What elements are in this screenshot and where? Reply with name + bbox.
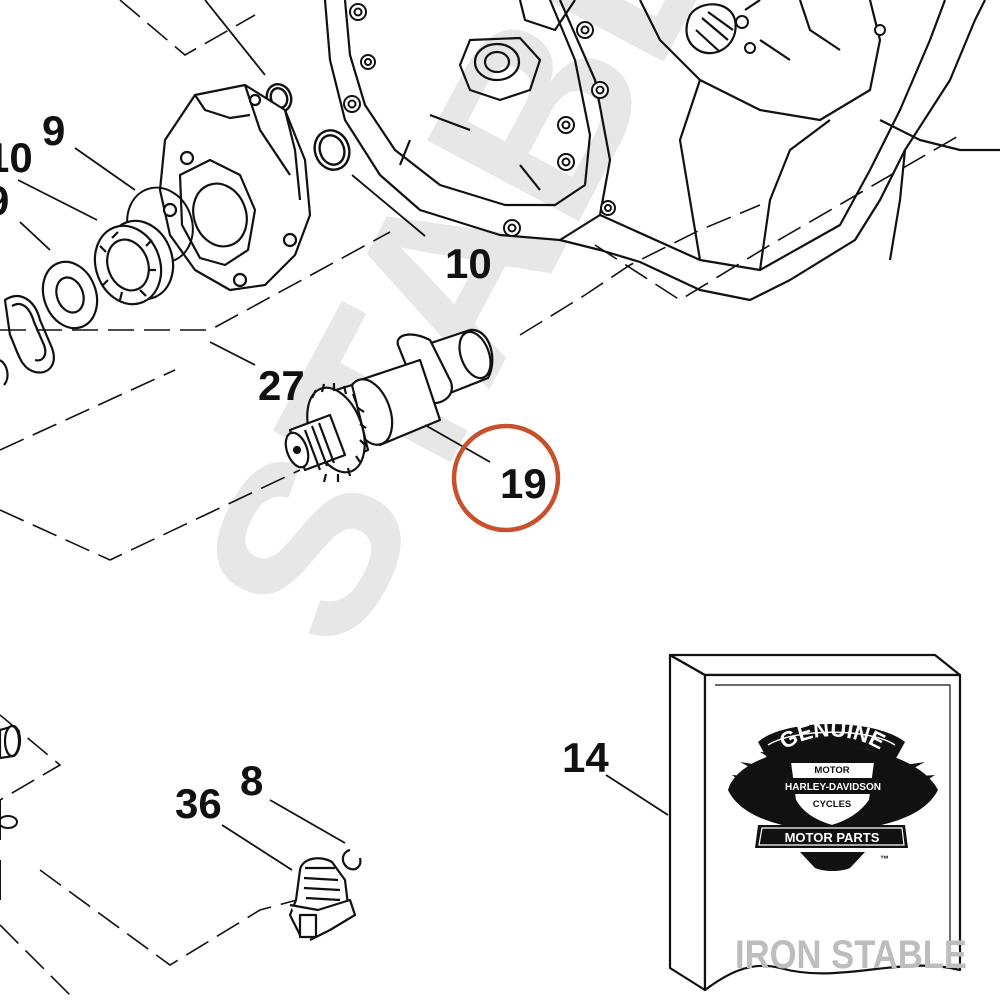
logo-harley-davidson-text: HARLEY-DAVIDSON	[785, 782, 881, 793]
logo-trademark: ™	[880, 854, 889, 864]
crankcase-housing	[323, 0, 1000, 302]
thrust-washer	[41, 260, 99, 330]
callout-9-left: 9	[0, 177, 9, 224]
callout-10-left: 10	[0, 134, 33, 181]
leader-lines	[17, 0, 669, 871]
logo-cycles-text: CYCLES	[813, 799, 852, 810]
callout-36: 36	[175, 780, 222, 827]
logo-motor-parts-text: MOTOR PARTS	[785, 830, 880, 845]
callout-19: 19	[500, 460, 547, 507]
genuine-motor-parts-logo: GENUINE MOTOR HARLEY-DAVIDSON CYCLES MOT…	[728, 716, 938, 871]
camshaft	[284, 328, 494, 483]
dashed-outlines	[0, 0, 961, 996]
watermark-iron-stable: IRON STABLE	[735, 933, 967, 977]
retaining-ring	[341, 848, 362, 871]
callout-27: 27	[258, 362, 305, 409]
callout-10-right: 10	[445, 240, 492, 287]
callout-9-top: 9	[42, 107, 65, 154]
callout-labels: 9 10 9 10 27 19 14 8 36	[0, 107, 609, 827]
small-oring	[0, 800, 18, 900]
callout-14: 14	[562, 734, 609, 781]
highlight-circle	[451, 423, 561, 533]
lifter-pin	[0, 724, 22, 760]
crankcase-bolt-holes	[343, 3, 886, 237]
callout-8: 8	[240, 757, 263, 804]
roller-bracket	[288, 857, 357, 941]
chain-segment	[0, 295, 55, 386]
cam-support-plate	[158, 83, 312, 292]
logo-motor-text: MOTOR	[814, 765, 849, 776]
bearing	[93, 219, 175, 306]
